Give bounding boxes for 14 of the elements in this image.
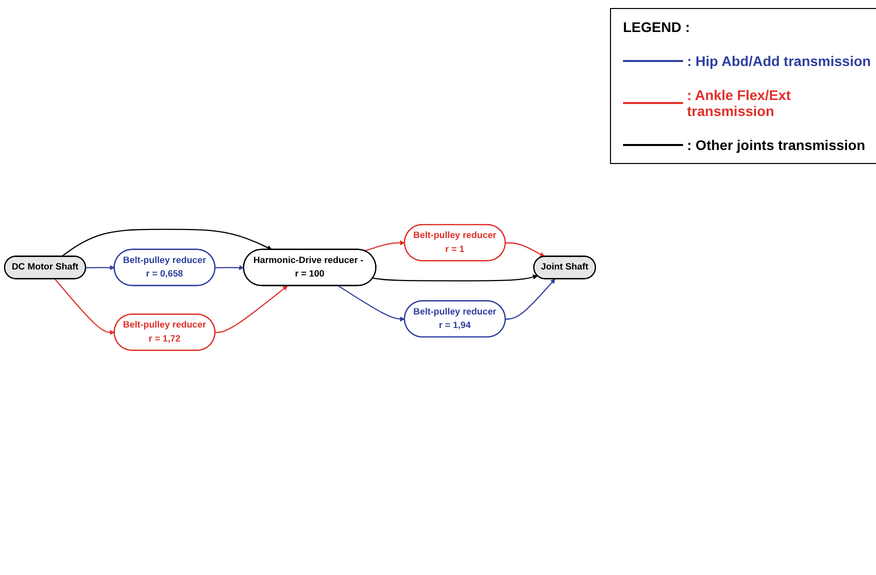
legend-title: LEGEND : (623, 19, 691, 35)
legend-text: : Hip Abd/Add transmission (687, 53, 871, 69)
arrow (372, 274, 538, 282)
arrow (364, 240, 405, 252)
arrow (54, 278, 115, 335)
arrow (505, 278, 556, 320)
arrow (505, 242, 545, 257)
legend-text: : Other joints transmission (687, 137, 866, 153)
arrow (61, 228, 272, 258)
arrow (215, 265, 244, 270)
legend-text: : Ankle Flex/Ext transmission (687, 87, 792, 119)
arrow (338, 285, 405, 322)
arrow (86, 265, 115, 270)
arrow (215, 286, 288, 334)
